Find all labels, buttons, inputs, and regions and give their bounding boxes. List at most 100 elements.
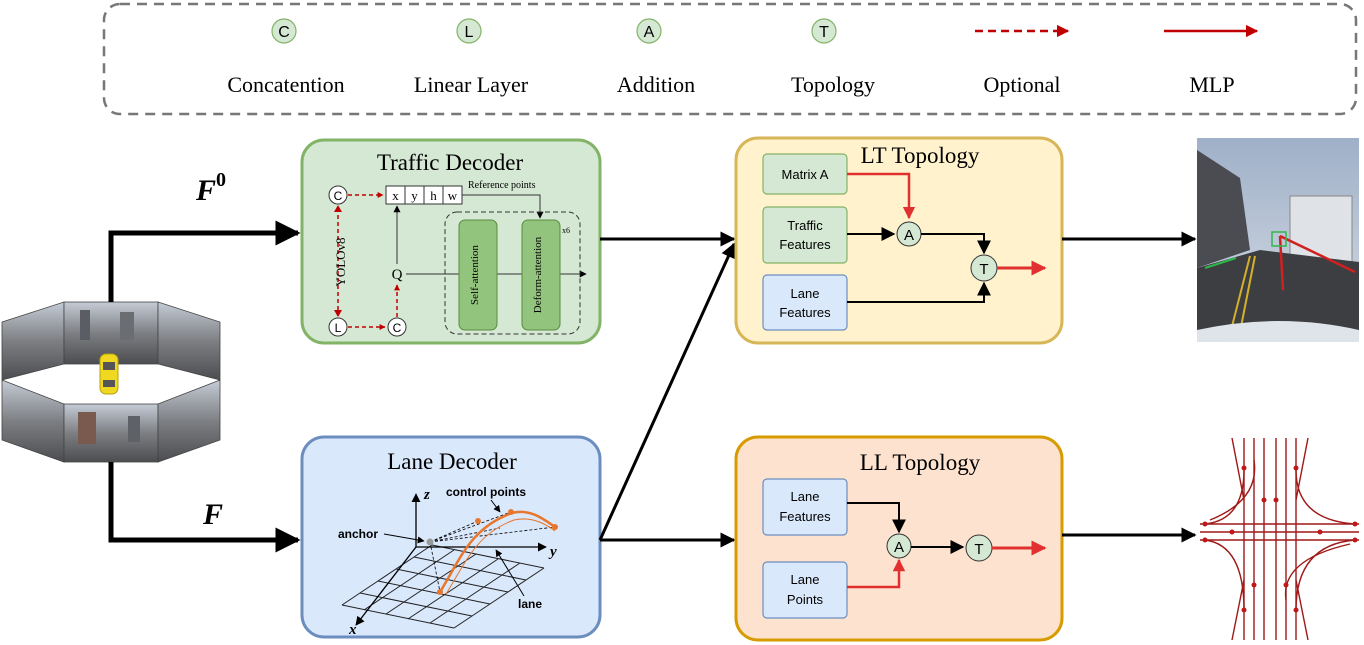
ll-lane-points-line2: Points [787,592,824,607]
query-label: Q [392,267,403,283]
control-point-rays [429,511,556,543]
traffic-features-line1: Traffic [787,218,823,233]
ll-points-to-add-arrow [847,558,906,589]
flow-arrow-f0 [108,220,301,302]
lt-output-camera-image [1197,138,1359,343]
ref-cell-w: w [448,188,458,203]
traffic-features-line2: Features [779,237,831,252]
flow-arrow-f [108,462,301,553]
concat-bottom-symbol: C [393,321,402,335]
control-point [437,589,443,595]
concat-top-icon [328,185,348,205]
lane-features-box [762,274,848,331]
yolo-arrow-head-up [334,205,342,212]
ref-cell-y: y [411,188,418,203]
deform-attention-label: Deform-attention [532,236,544,313]
legend-linear-symbol: L [465,24,474,41]
control-point [552,524,558,530]
legend-topology-symbol: T [819,24,829,41]
ll-add-symbol: A [894,539,904,556]
add-to-topo-arrow [921,233,991,255]
linear-icon [328,317,348,337]
ll-lane-features-line1: Lane [791,489,820,504]
lane-label: lane [518,597,542,611]
self-attention-block [458,219,498,331]
surround-view-images [1,301,221,463]
lane-features-line1: Lane [791,286,820,301]
legend-addition-label: Addition [617,72,695,97]
deform-attention-block [521,219,561,331]
reference-points-label: Reference points [468,180,536,191]
control-point [508,509,514,515]
camera-hood [1197,321,1359,342]
decoder-layer-group [444,211,581,335]
self-attention-label: Self-attention [469,245,481,305]
reference-points-cells: x y h w [385,185,463,205]
lane-curve [438,510,556,593]
ego-car-icon [99,353,119,395]
building-shape [120,312,134,340]
lt-predicted-line [1278,235,1285,291]
lt-predicted-line [1279,234,1356,274]
matrix-a-label: Matrix A [782,167,829,182]
concat-top-symbol: C [334,189,343,203]
legend-concat-symbol: C [278,24,290,41]
legend-concat-label: Concatention [227,72,344,97]
ll-lane-features-box [762,478,848,536]
ll-lane-features-line2: Features [779,509,831,524]
control-points-pointer [490,499,501,513]
axis-x-label: x [348,622,357,638]
legend-addition-symbol: A [644,24,655,41]
ll-lane-points-line1: Lane [791,572,820,587]
lane-pointer [495,549,525,597]
anchor-label: anchor [338,527,378,541]
legend-addition-icon [636,18,662,44]
ll-topology-title: LL Topology [860,450,981,475]
legend-linear-icon [456,18,482,44]
legend-mlp-label: MLP [1189,72,1234,97]
flow-lane-to-lt [598,242,736,541]
cam-front-left [1,301,65,381]
f0-superscript: 0 [216,169,226,191]
legend-topology-label: Topology [791,72,875,97]
cam-front-right [157,301,221,381]
lt-topology: LT Topology Matrix A Traffic Features La… [734,136,1064,345]
lane-decoder: Lane Decoder z y x [300,435,602,639]
ll-output-lane-graph [1200,437,1359,641]
control-points-label: control points [446,485,526,499]
axis-z-label: z [423,487,430,503]
building-shape [128,416,140,442]
legend-concat-icon [271,18,297,44]
matrix-to-add-arrow [847,172,916,220]
ll-topology: LL Topology Lane Features Lane Points A … [734,435,1064,642]
axis-x [355,546,417,626]
anchor-drop-line [429,541,441,593]
lt-predicted-line-green [1204,257,1237,269]
ll-topology-symbol: T [974,541,983,558]
yolo-label: YOLOv8 [333,237,348,286]
legend-optional-label: Optional [984,72,1061,97]
lane-curve-outline [445,518,556,595]
cam-back-left [1,379,65,463]
ref-to-deform-arrow [462,194,544,219]
lt-topology-symbol: T [979,261,988,278]
ll-output-lane-points [1202,465,1358,613]
legend-frame [102,2,1358,116]
lt-topology-title: LT Topology [861,143,980,168]
ll-features-to-add-arrow [847,502,906,534]
legend-topology-icon [811,18,837,44]
camera-road [1197,250,1359,342]
traffic-decoder: Traffic Decoder C L C YOLOv8 x y h w Ref… [300,138,602,345]
ref-cell-x: x [392,188,399,203]
lane-grid [341,544,545,629]
legend-linear-label: Linear Layer [414,72,529,97]
lane-to-topo-arrow [847,281,991,303]
yolo-arrow-head-down [334,310,342,317]
control-point [475,518,481,524]
cam-back-right [157,379,221,463]
axis-y-label: y [548,544,557,560]
building-shape [78,412,96,444]
traffic-features-box [762,206,848,264]
lane-decoder-title: Lane Decoder [387,449,517,474]
